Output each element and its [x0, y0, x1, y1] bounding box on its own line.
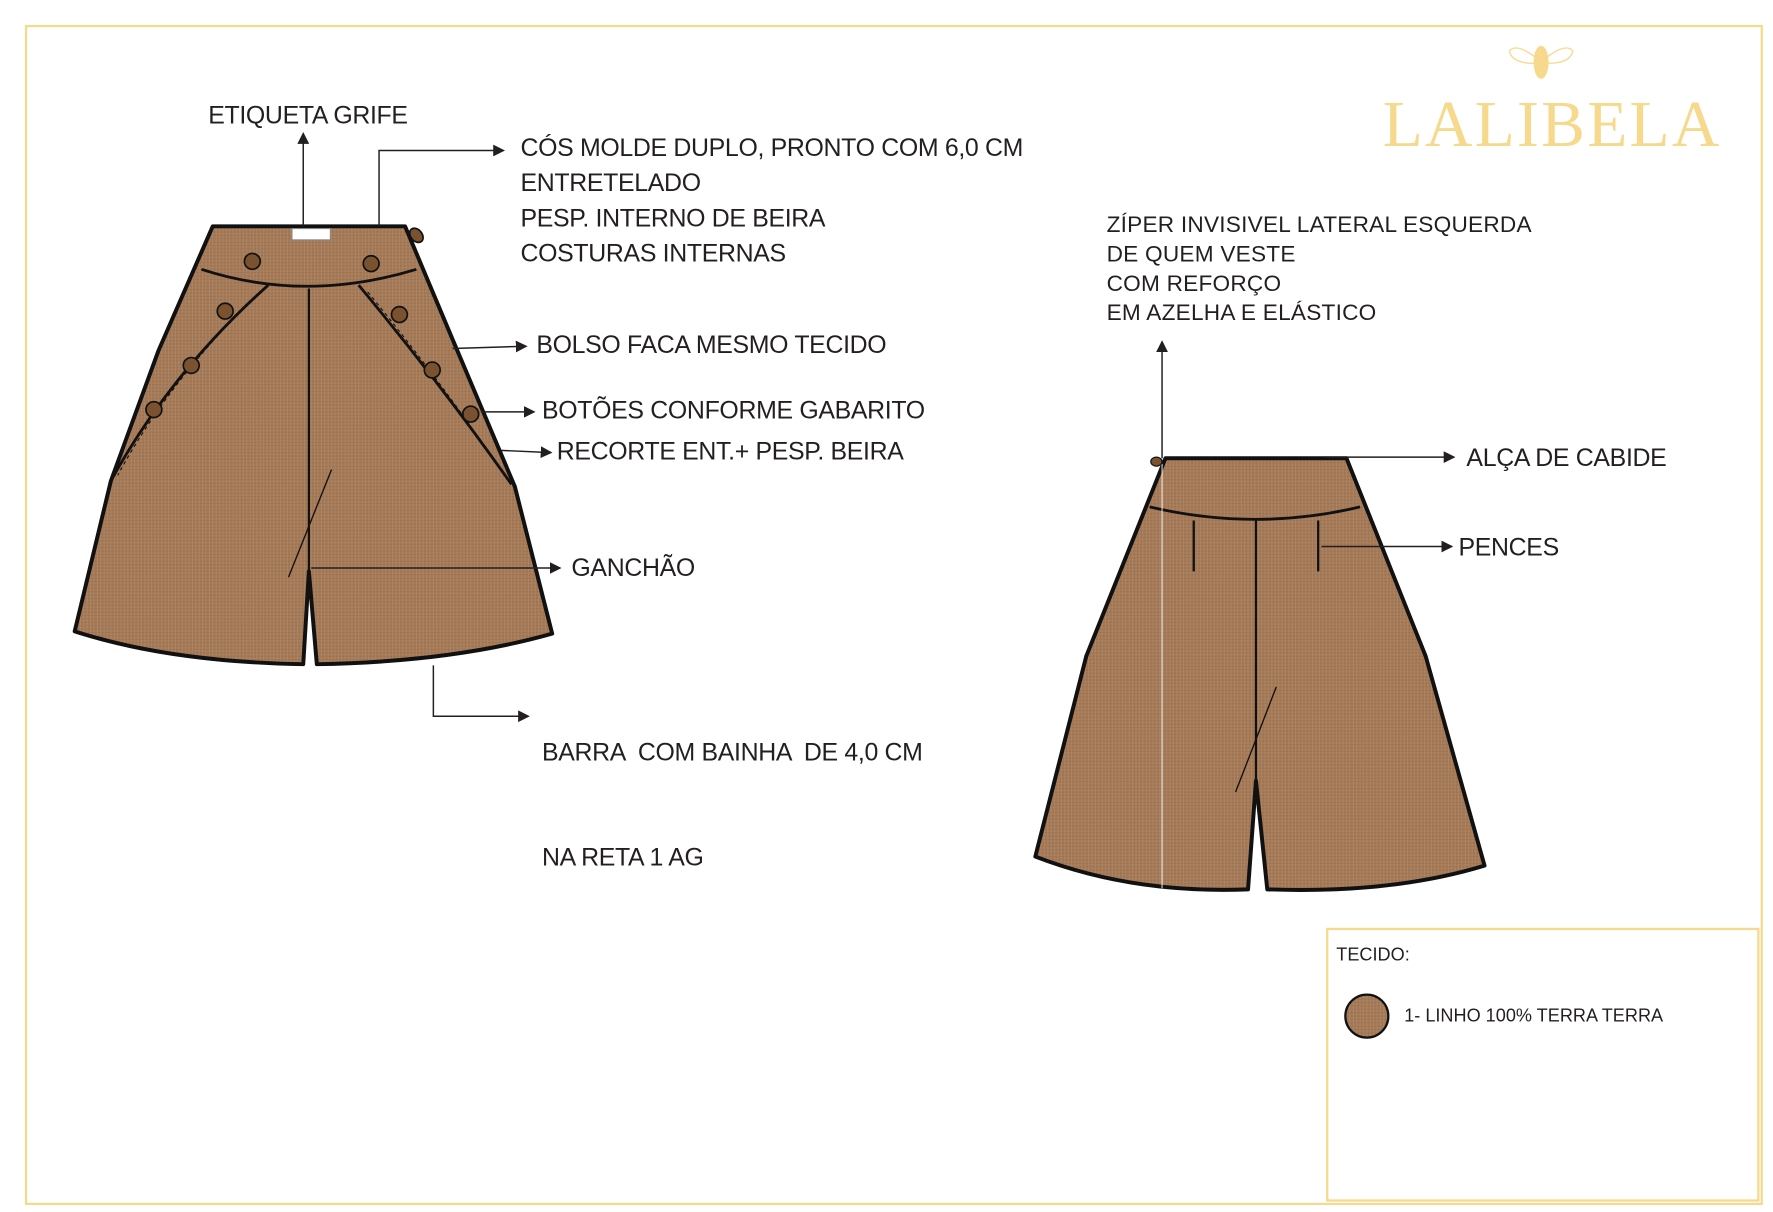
label-bolso: BOLSO FACA MESMO TECIDO — [536, 330, 887, 359]
label-cos: CÓS MOLDE DUPLO, PRONTO COM 6,0 CM ENTRE… — [520, 130, 1023, 270]
fabric-swatch-icon — [1344, 993, 1390, 1039]
label-alca: ALÇA DE CABIDE — [1466, 443, 1667, 472]
button-icons — [145, 227, 480, 423]
back-arrows — [1156, 340, 1456, 553]
label-ziper: ZÍPER INVISIVEL LATERAL ESQUERDA DE QUEM… — [1107, 210, 1532, 328]
bee-icon — [1508, 45, 1574, 79]
label-line: CÓS MOLDE DUPLO, PRONTO COM 6,0 CM — [520, 133, 1024, 162]
label-ganchao: GANCHÃO — [571, 553, 695, 582]
back-shorts-drawing — [1033, 456, 1487, 892]
front-shorts-drawing — [72, 224, 555, 667]
label-recorte: RECORTE ENT.+ PESP. BEIRA — [556, 436, 904, 466]
fabric-title: TECIDO: — [1336, 945, 1410, 966]
label-botoes: BOTÕES CONFORME GABARITO — [541, 396, 925, 425]
label-line: DE QUEM VESTE — [1106, 242, 1296, 268]
label-pences: PENCES — [1458, 532, 1560, 562]
label-line: PESP. INTERNO DE BEIRA — [520, 203, 826, 232]
label-line: ENTRETELADO — [520, 168, 701, 197]
page-frame — [24, 24, 1763, 1206]
fabric-item-label: 1- LINHO 100% TERRA TERRA — [1404, 1007, 1664, 1027]
label-line: BARRA COM BAINHA DE 4,0 CM — [541, 737, 923, 767]
label-etiqueta: ETIQUETA GRIFE — [208, 100, 408, 129]
label-line: EM AZELHA E ELÁSTICO — [1106, 300, 1377, 326]
fabric-box: TECIDO: 1- LINHO 100% TERRA TERRA — [1326, 927, 1760, 1202]
brand-logo: LALIBELA — [1382, 87, 1722, 161]
label-line: NA RETA 1 AG — [541, 842, 704, 872]
label-line: ZÍPER INVISIVEL LATERAL ESQUERDA — [1106, 212, 1532, 238]
label-line: COSTURAS INTERNAS — [520, 238, 786, 268]
label-line: COM REFORÇO — [1106, 271, 1282, 297]
label-barra: BARRA COM BAINHA DE 4,0 CM NA RETA 1 AG — [542, 664, 923, 945]
front-arrows — [297, 132, 562, 723]
